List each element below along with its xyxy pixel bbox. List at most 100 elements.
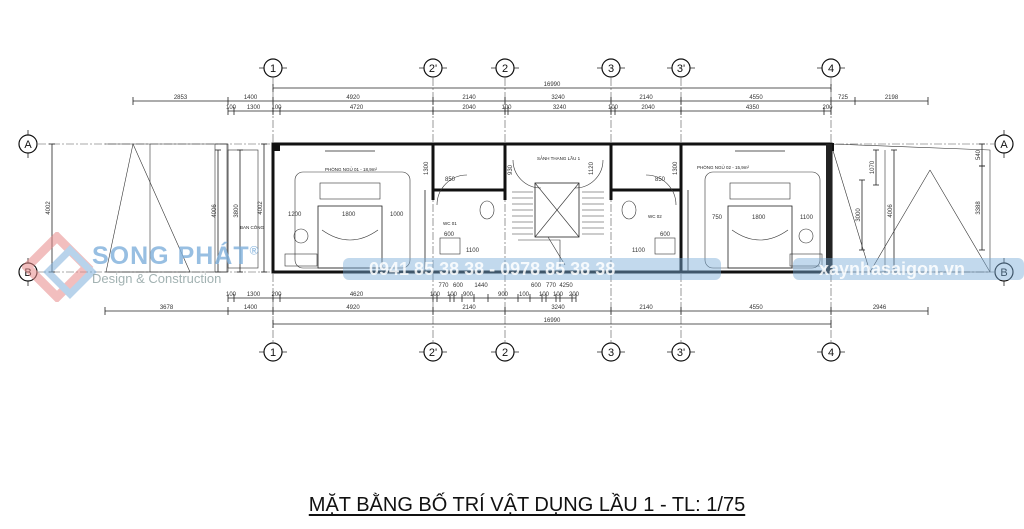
room-label-balcony: BAN CÔNG bbox=[240, 224, 265, 230]
dimension-label: 2198 bbox=[885, 95, 899, 101]
wc-fixtures bbox=[436, 159, 677, 255]
bed1-dim-width: 1800 bbox=[342, 212, 356, 218]
dimension-label: 4550 bbox=[749, 95, 763, 101]
dimension-label: 100 bbox=[539, 292, 550, 298]
dimension-label: 2946 bbox=[873, 305, 887, 311]
grid-bubble-col bbox=[671, 342, 691, 362]
grid-bubble-label: 3 bbox=[608, 63, 614, 75]
grid-bubble-row bbox=[18, 134, 38, 154]
vertical-dimension-label: 4002 bbox=[46, 201, 52, 215]
height-dim-2: 930 bbox=[508, 164, 514, 175]
vertical-dimension-label: 1070 bbox=[870, 160, 876, 174]
grid-bubble-row bbox=[994, 134, 1014, 154]
dimension-label: 2140 bbox=[462, 95, 476, 101]
dimension-label: 100 bbox=[271, 105, 282, 111]
dimension-label: 100 bbox=[447, 292, 458, 298]
watermark-website-text: xaynhasaigon.vn bbox=[819, 259, 966, 279]
bedroom-2 bbox=[704, 150, 823, 269]
vertical-dimension-label: 3800 bbox=[234, 204, 240, 218]
grid-bubble-label: 3 bbox=[608, 347, 614, 359]
grid-bubble-col bbox=[601, 58, 621, 78]
dimension-label: 725 bbox=[838, 95, 849, 101]
grid-bubble-label: 3' bbox=[677, 347, 685, 359]
song-phat-logo bbox=[22, 232, 97, 302]
grid-bubble-col bbox=[263, 58, 283, 78]
dimension-label: 4550 bbox=[749, 305, 763, 311]
dimension-label: 100 bbox=[430, 292, 441, 298]
watermark-phone-text: 0941 85 38 38 - 0978 85 38 38 bbox=[369, 259, 616, 279]
bed1-dim-left: 1200 bbox=[288, 212, 302, 218]
height-dim-1: 1300 bbox=[424, 161, 430, 175]
bed2-dim-right: 1100 bbox=[800, 215, 814, 221]
vertical-dimension-label: 3388 bbox=[976, 201, 982, 215]
dimension-label: 1400 bbox=[244, 95, 258, 101]
drawing-title: MẶT BẰNG BỐ TRÍ VẬT DỤNG LẦU 1 - TL: 1/7… bbox=[308, 494, 746, 516]
room-label-wc-2: WC 02 bbox=[648, 214, 662, 219]
dimension-label: 3240 bbox=[551, 95, 565, 101]
dimension-label: 1440 bbox=[474, 283, 488, 289]
dimension-label: 600 bbox=[453, 283, 464, 289]
room-label-bedroom-1: PHÒNG NGỦ 01 - 18,9m² bbox=[325, 166, 378, 172]
grid-bubble-col bbox=[495, 58, 515, 78]
dimension-label: 770 bbox=[546, 283, 557, 289]
grid-bubble-label: 1 bbox=[270, 347, 276, 359]
vertical-dimension-label: 3000 bbox=[856, 208, 862, 222]
grid-bubble-label: 2' bbox=[429, 63, 437, 75]
grid-bubble-col bbox=[601, 342, 621, 362]
grid-bubble-label: 2 bbox=[502, 63, 508, 75]
bedroom-1 bbox=[284, 150, 411, 269]
watermark-brand: SONG PHÁT® bbox=[92, 242, 259, 271]
vertical-dimension-label: 540 bbox=[976, 149, 982, 160]
dimension-label: 1300 bbox=[247, 105, 261, 111]
wc1-dim-b: 1100 bbox=[466, 248, 480, 254]
dimension-label: 200 bbox=[822, 105, 833, 111]
dimension-label: 2040 bbox=[462, 105, 476, 111]
grid-bubble-label: A bbox=[1000, 139, 1008, 151]
bed2-dim-left: 750 bbox=[712, 215, 723, 221]
grid-bubble-label: 2' bbox=[429, 347, 437, 359]
grid-bubble-col bbox=[423, 58, 443, 78]
dimension-label: 1400 bbox=[244, 305, 258, 311]
dimension-label: 100 bbox=[226, 105, 237, 111]
dimension-label: 100 bbox=[553, 292, 564, 298]
watermark-brand-text: SONG PHÁT bbox=[92, 242, 250, 270]
left-outside-area bbox=[105, 143, 259, 273]
stair bbox=[512, 182, 604, 268]
dimension-label: 100 bbox=[501, 105, 512, 111]
dimension-label: 2140 bbox=[639, 305, 653, 311]
dimension-label: 4920 bbox=[346, 305, 360, 311]
dimension-label: 3240 bbox=[553, 105, 567, 111]
dimension-label: 16990 bbox=[544, 318, 561, 324]
grid-bubble-label: 4 bbox=[828, 347, 834, 359]
height-dim-3: 1120 bbox=[589, 161, 595, 175]
dimension-label: 2140 bbox=[462, 305, 476, 311]
watermark-phone: 0941 85 38 38 - 0978 85 38 38 bbox=[343, 258, 721, 280]
dimension-label: 4350 bbox=[746, 105, 760, 111]
registered-mark: ® bbox=[249, 243, 260, 258]
grid-bubble-label: 3' bbox=[677, 63, 685, 75]
door-dim-left: 850 bbox=[445, 177, 456, 183]
room-label-stair-hall: SẢNH THANG LẦU 1 bbox=[537, 155, 581, 161]
grid-bubble-col bbox=[423, 342, 443, 362]
dimension-label: 200 bbox=[271, 292, 282, 298]
dimension-label: 4720 bbox=[350, 105, 364, 111]
wc2-dim-a: 600 bbox=[660, 232, 671, 238]
watermark-website: xaynhasaigon.vn bbox=[793, 258, 1024, 280]
dimension-label: 3678 bbox=[160, 305, 174, 311]
bed2-dim-width: 1800 bbox=[752, 215, 766, 221]
watermark-tagline: Design & Construction bbox=[92, 271, 222, 286]
dimension-label: 770 bbox=[438, 283, 449, 289]
grid-bubble-col bbox=[821, 58, 841, 78]
vertical-dimension-label: 4006 bbox=[888, 204, 894, 218]
wc2-dim-b: 1100 bbox=[632, 248, 646, 254]
grid-bubble-label: 1 bbox=[270, 63, 276, 75]
room-label-wc-1: WC 01 bbox=[443, 221, 457, 226]
dimension-label: 600 bbox=[531, 283, 542, 289]
room-label-bedroom-2: PHÒNG NGỦ 02 - 15,9m² bbox=[697, 164, 750, 170]
wc1-dim-a: 600 bbox=[444, 232, 455, 238]
grid-bubble-row bbox=[994, 262, 1014, 282]
grid-bubble-label: B bbox=[1000, 267, 1007, 279]
